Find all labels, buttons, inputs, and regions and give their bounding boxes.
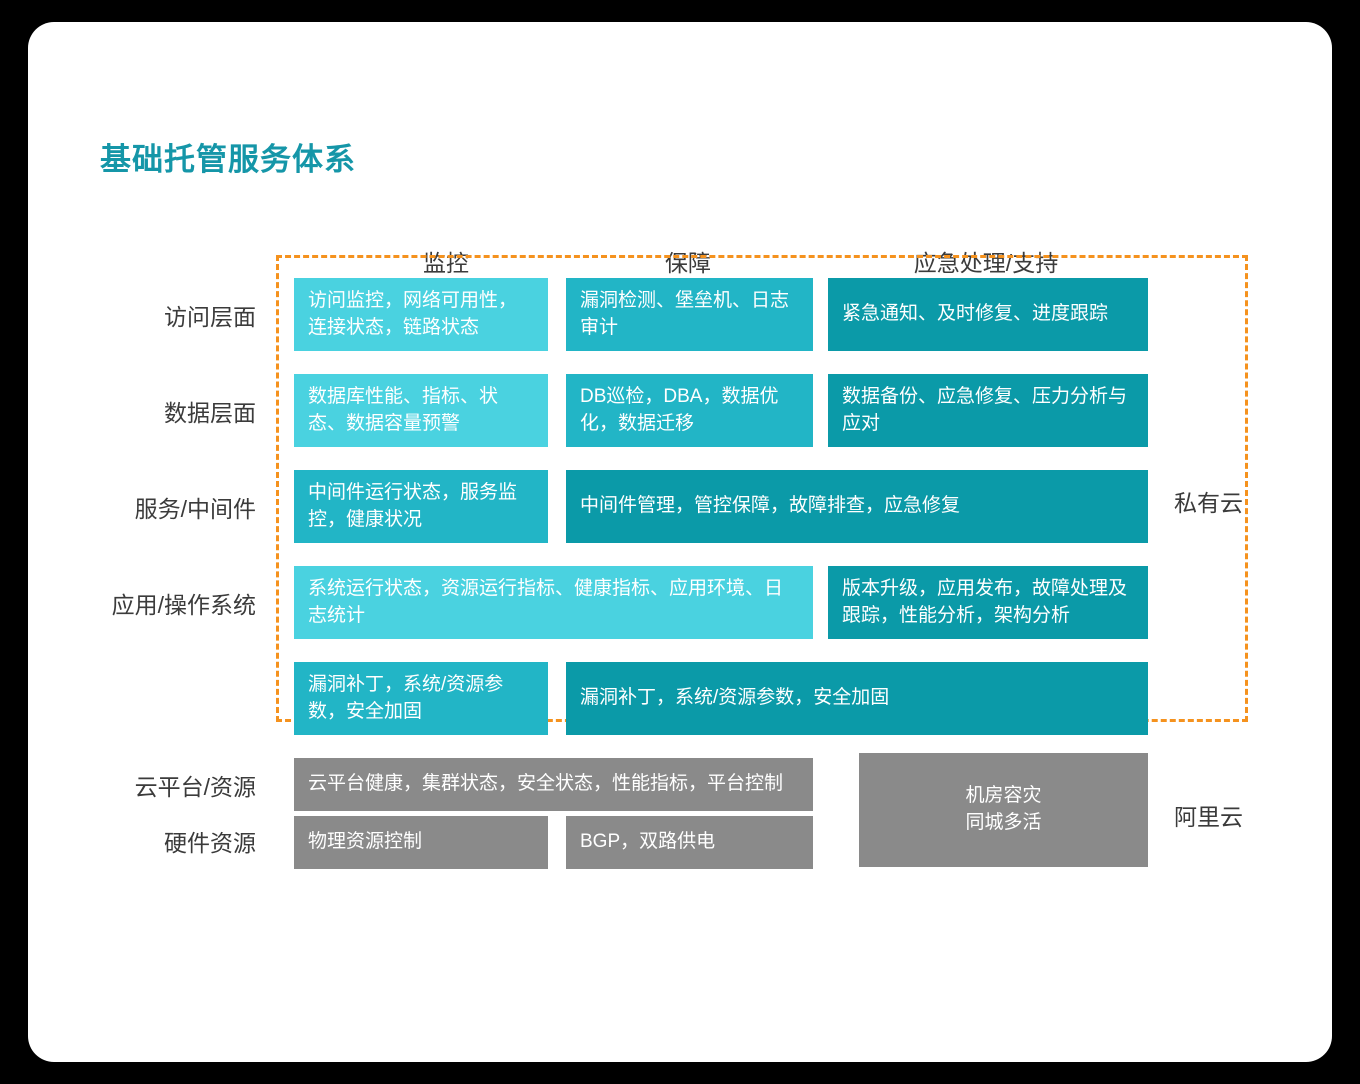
cell-hardware-monitoring[interactable]: 物理资源控制 <box>294 816 548 869</box>
cell-security-assurance-emergency[interactable]: 漏洞补丁，系统/资源参数，安全加固 <box>566 662 1148 735</box>
cell-cloud-platform-monitoring[interactable]: 云平台健康，集群状态，安全状态，性能指标，平台控制 <box>294 758 813 811</box>
cell-access-emergency[interactable]: 紧急通知、及时修复、进度跟踪 <box>828 278 1148 351</box>
cell-data-emergency[interactable]: 数据备份、应急修复、压力分析与应对 <box>828 374 1148 447</box>
row-label-access-layer: 访问层面 <box>164 304 256 330</box>
cell-security-monitoring[interactable]: 漏洞补丁，系统/资源参数，安全加固 <box>294 662 548 735</box>
row-label-cloud-platform: 云平台/资源 <box>134 774 256 800</box>
row-label-hardware: 硬件资源 <box>164 830 256 856</box>
cell-disaster-recovery[interactable]: 机房容灾 同城多活 <box>859 753 1148 867</box>
side-label-private-cloud: 私有云 <box>1174 490 1243 516</box>
cell-access-monitoring[interactable]: 访问监控，网络可用性，连接状态，链路状态 <box>294 278 548 351</box>
cell-access-assurance[interactable]: 漏洞检测、堡垒机、日志审计 <box>566 278 813 351</box>
side-label-alibaba-cloud: 阿里云 <box>1174 804 1243 830</box>
cell-app-emergency[interactable]: 版本升级，应用发布，故障处理及跟踪，性能分析，架构分析 <box>828 566 1148 639</box>
row-label-data-layer: 数据层面 <box>164 400 256 426</box>
cell-middleware-monitoring[interactable]: 中间件运行状态，服务监控，健康状况 <box>294 470 548 543</box>
cell-app-monitoring-assurance[interactable]: 系统运行状态，资源运行指标、健康指标、应用环境、日志统计 <box>294 566 813 639</box>
cell-hardware-assurance[interactable]: BGP，双路供电 <box>566 816 813 869</box>
cell-data-assurance[interactable]: DB巡检，DBA，数据优化，数据迁移 <box>566 374 813 447</box>
row-label-service-middleware: 服务/中间件 <box>134 496 256 522</box>
page-title: 基础托管服务体系 <box>100 142 356 177</box>
column-header-emergency: 应急处理/支持 <box>913 250 1059 276</box>
cell-data-monitoring[interactable]: 数据库性能、指标、状态、数据容量预警 <box>294 374 548 447</box>
cell-middleware-assurance-emergency[interactable]: 中间件管理，管控保障，故障排查，应急修复 <box>566 470 1148 543</box>
column-header-monitoring: 监控 <box>423 250 469 276</box>
column-header-assurance: 保障 <box>665 250 711 276</box>
diagram-card: 基础托管服务体系 监控 保障 应急处理/支持 访问层面 数据层面 服务/中间件 … <box>28 22 1332 1062</box>
row-label-app-os: 应用/操作系统 <box>111 592 256 618</box>
